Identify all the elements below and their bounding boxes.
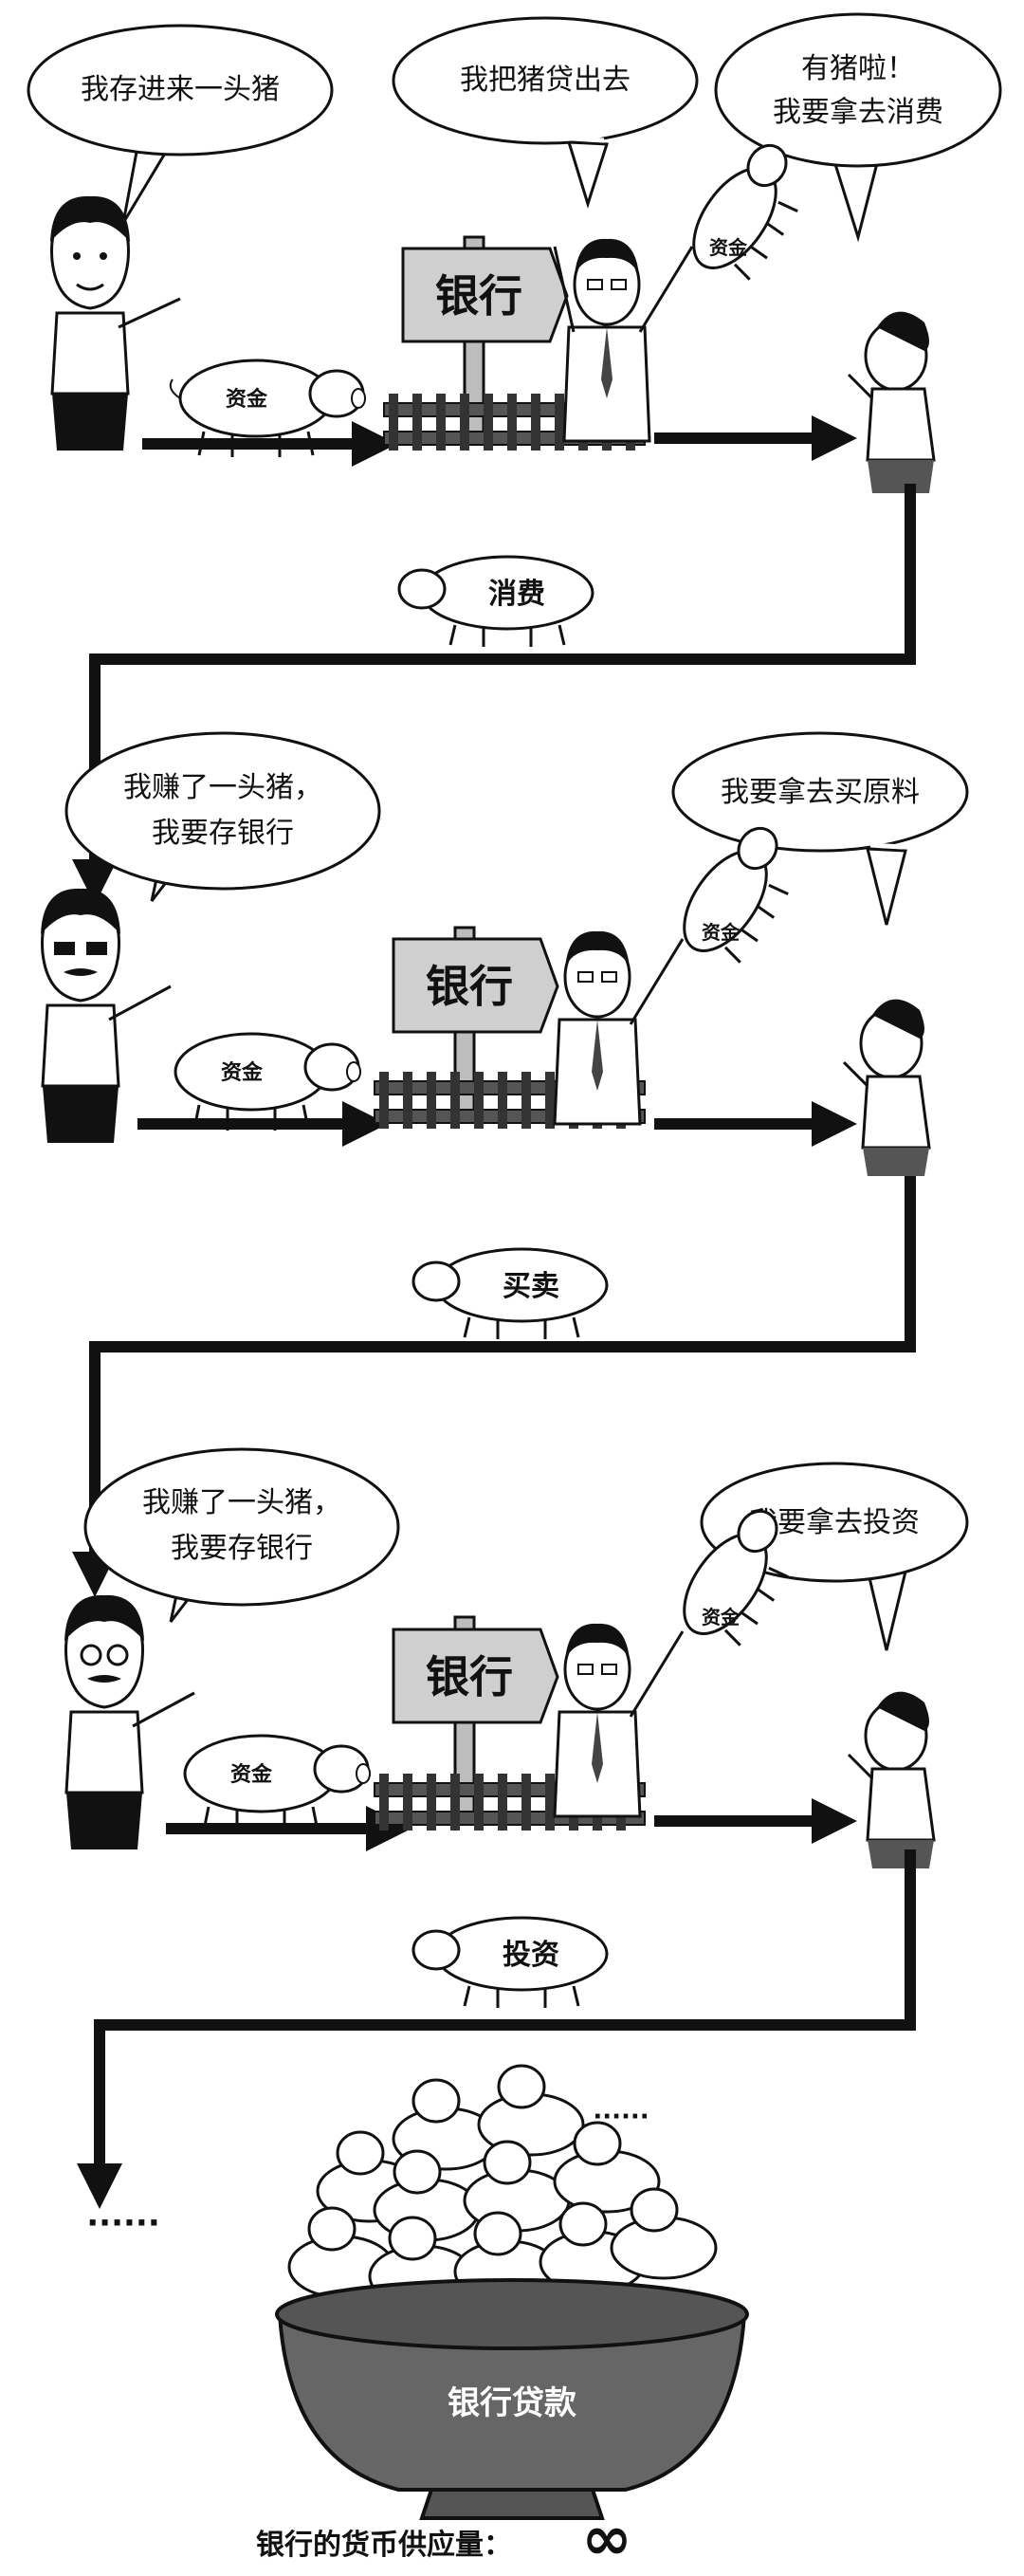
ellipsis-left: ······ (86, 2204, 160, 2242)
customer-speech-bubble: 我赚了一头猪， 我要存银行 (64, 731, 381, 902)
customer-speech-bubble: 我赚了一头猪， 我要存银行 (83, 1447, 400, 1623)
transfer-pig-label: 消费 (488, 578, 545, 611)
bank-sign: 银行 (392, 926, 559, 1119)
depositor-figure (64, 1594, 195, 1849)
pig-pile (287, 2064, 718, 2309)
bowl: 银行贷款 (275, 2278, 749, 2520)
deposit-pig-label: 资金 (226, 387, 268, 412)
deposit-pig: 资金 (183, 1734, 371, 1832)
bowl-label: 银行贷款 (448, 2384, 576, 2422)
customer-speech-line: 我存进来一头猪 (81, 73, 280, 106)
bank-sign: 银行 (392, 1615, 559, 1823)
deposit-pig-label: 资金 (221, 1060, 264, 1085)
customer-speech-bubble: 我存进来一头猪 (27, 24, 334, 224)
infinity-symbol: ∞ (581, 2504, 631, 2574)
customer-speech-line-2: 我要存银行 (152, 817, 294, 850)
footer: 银行的货币供应量： ∞ (256, 2504, 632, 2574)
transfer-pig-label: 买卖 (503, 1270, 559, 1303)
banker-speech-bubble: 我把猪贷出去 (392, 16, 699, 210)
borrower-speech-bubble: 我要拿去买原料 (671, 731, 969, 926)
borrower-speech-line: 我要拿去投资 (749, 1506, 920, 1539)
deposit-pig: 资金 (174, 1032, 361, 1131)
transfer-pig: 买卖 (411, 1247, 609, 1339)
borrower-speech-line-1: 有猪啦！ (801, 52, 915, 85)
borrower-figure (847, 311, 936, 493)
banker-speech-line: 我把猪贷出去 (460, 64, 631, 97)
loan-pig-label: 资金 (709, 236, 748, 259)
loan-pig-label: 资金 (702, 921, 741, 944)
deposit-pig-label: 资金 (230, 1762, 273, 1787)
customer-speech-line-2: 我要存银行 (171, 1532, 313, 1565)
loan-pig (692, 143, 798, 281)
bank-sign-text: 银行 (435, 270, 522, 322)
money-supply-label: 银行的货币供应量： (256, 2529, 512, 2562)
depositor-figure (50, 195, 181, 451)
transfer-pig-label: 投资 (503, 1939, 559, 1972)
transfer-pig: 消费 (397, 555, 594, 647)
row-3: 我赚了一头猪， 我要存银行 我要拿去投资 资金 (64, 1447, 969, 2209)
banker-figure (553, 1623, 685, 1818)
connector-arrow (72, 1176, 916, 1597)
connector-arrow (77, 1849, 916, 2209)
banker-figure (553, 238, 694, 443)
customer-speech-line-1: 我赚了一头猪， (142, 1486, 341, 1519)
row-2: 我赚了一头猪， 我要存银行 我要拿去买原料 资金 (41, 731, 969, 1597)
borrower-speech-bubble: 我要拿去投资 (700, 1462, 969, 1651)
deposit-pig: 资金 (169, 359, 366, 457)
borrower-figure (842, 999, 931, 1176)
banker-figure (553, 930, 685, 1126)
borrower-figure (847, 1691, 936, 1868)
bank-sign-text: 银行 (426, 1651, 513, 1702)
depositor-figure (41, 888, 172, 1143)
borrower-speech-line: 我要拿去买原料 (721, 776, 920, 809)
loan-pig-label: 资金 (702, 1606, 741, 1628)
customer-speech-line-1: 我赚了一头猪， (123, 771, 322, 804)
bank-sign: 银行 (401, 235, 569, 438)
borrower-speech-line-2: 我要拿去消费 (773, 96, 943, 129)
loan-pig (683, 826, 789, 964)
borrower-speech-bubble: 有猪啦！ 我要拿去消费 (714, 12, 1002, 243)
bank-sign-text: 银行 (426, 961, 513, 1012)
transfer-pig: 投资 (411, 1916, 609, 2008)
row-1: 我存进来一头猪 我把猪贷出去 有猪啦！ 我要拿去消费 (27, 12, 1002, 905)
loan-pig (683, 1509, 789, 1647)
